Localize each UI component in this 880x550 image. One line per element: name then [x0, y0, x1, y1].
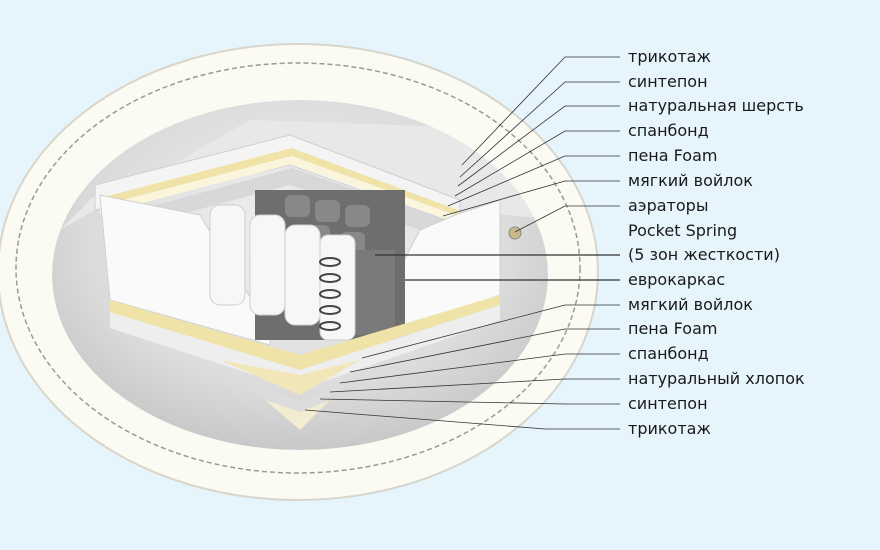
mattress-photo: [52, 100, 548, 450]
label-euro-frame: еврокаркас: [628, 270, 726, 289]
label-top-foam: пена Foam: [628, 146, 718, 165]
label-top-spunbond: спанбонд: [628, 121, 709, 140]
dashed-ring: [15, 62, 581, 474]
label-top-knit: трикотаж: [628, 47, 711, 66]
label-pocket-spring: Pocket Spring: [628, 221, 738, 240]
label-bottom-knit: трикотаж: [628, 419, 711, 438]
label-bottom-felt: мягкий войлок: [628, 295, 753, 314]
leader-lines: [304, 56, 620, 430]
label-top-synthetic-padding: синтепон: [628, 72, 708, 91]
label-stiffness-zones: (5 зон жесткости): [628, 245, 780, 264]
label-bottom-synthetic-padding: синтепон: [628, 394, 708, 413]
label-top-felt: мягкий войлок: [628, 171, 753, 190]
label-bottom-spunbond: спанбонд: [628, 344, 709, 363]
label-bottom-foam: пена Foam: [628, 319, 718, 338]
label-natural-wool: натуральная шерсть: [628, 96, 804, 115]
label-natural-cotton: натуральный хлопок: [628, 369, 805, 388]
label-aerators: аэраторы: [628, 196, 709, 215]
